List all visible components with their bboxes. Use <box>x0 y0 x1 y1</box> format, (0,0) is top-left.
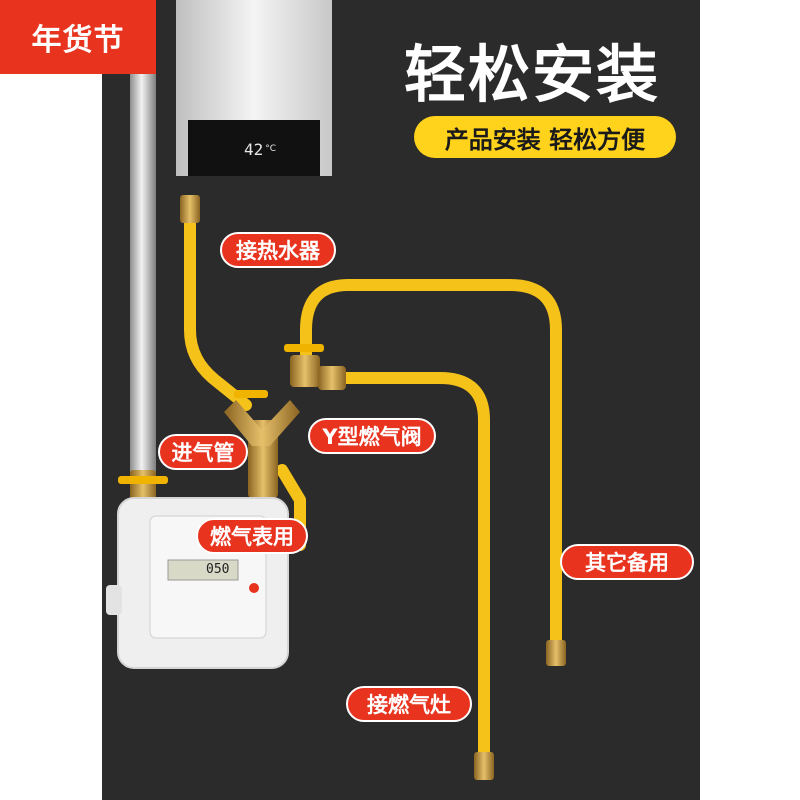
headline-title: 轻松安装 <box>403 38 660 111</box>
brass-fittings <box>118 195 566 780</box>
callout-gas-inlet: 进气管 <box>158 434 248 470</box>
heater-temperature-display: 42 °C <box>230 138 290 160</box>
hose-spare-outlet <box>300 279 562 656</box>
hose-to-gas-stove <box>330 372 490 766</box>
gas-riser-pipe <box>130 0 156 490</box>
promo-badge: 年货节 <box>0 0 156 74</box>
temperature-value: 42 <box>243 139 264 159</box>
right-border <box>700 0 800 800</box>
callout-meter: 燃气表用 <box>196 518 308 554</box>
callout-y-valve: Y型燃气阀 <box>308 418 436 454</box>
left-border <box>0 74 102 800</box>
temperature-unit: °C <box>265 144 277 154</box>
callout-gas-stove: 接燃气灶 <box>346 686 472 722</box>
callout-water-heater: 接热水器 <box>220 232 336 268</box>
hose-to-water-heater <box>184 204 252 411</box>
headline-subtitle-pill: 产品安装 轻松方便 <box>414 116 676 158</box>
water-heater <box>176 0 332 176</box>
meter-reading: 050 <box>206 562 230 577</box>
callout-spare: 其它备用 <box>560 544 694 580</box>
